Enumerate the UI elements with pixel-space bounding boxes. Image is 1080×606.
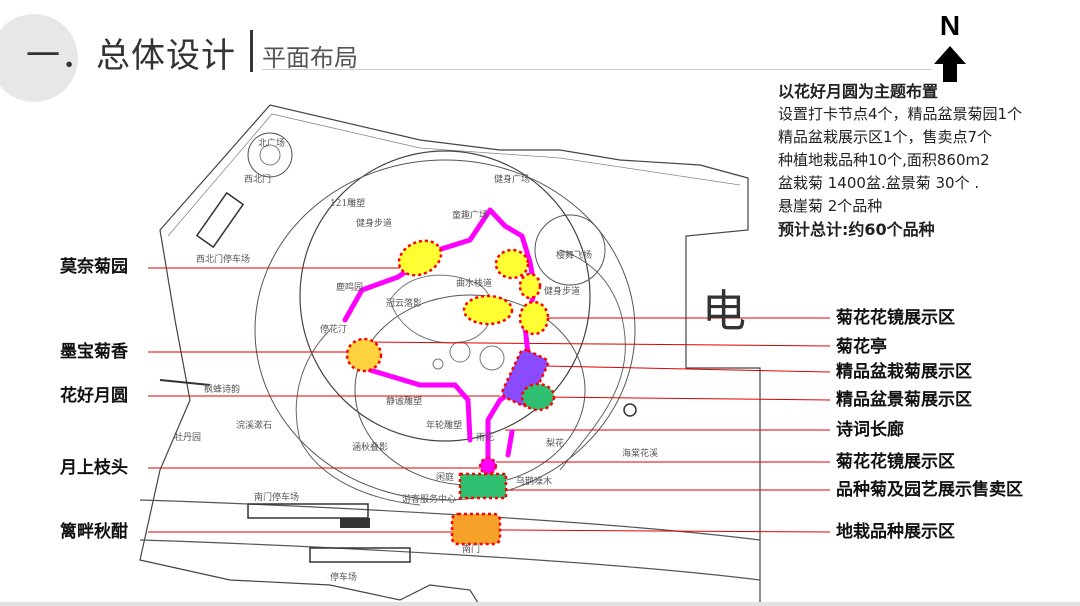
map-label: 闲庭 (436, 471, 454, 483)
parking-south-2 (309, 547, 411, 563)
label-mobao: 墨宝菊香 (60, 342, 128, 362)
parking-west (195, 191, 245, 249)
title-separator (250, 30, 253, 72)
north-plaza (247, 132, 293, 178)
summary-line: 种植地栽品种10个,面积860m2 (778, 151, 990, 169)
zone-bonsai (520, 382, 556, 412)
zone-moon-branch (479, 457, 497, 475)
label-flower-border: 菊花花镜展示区 (836, 308, 955, 328)
south-road (139, 499, 761, 541)
label-bonsai-display: 精品盆景菊展示区 (836, 390, 972, 410)
map-label: 雨花 (476, 431, 494, 443)
south-road-edge (139, 539, 761, 581)
leader-lines-right (371, 317, 831, 533)
map-label: 停花汀 (320, 323, 347, 335)
map-label: 健身广场 (494, 173, 530, 185)
west-gate-line (159, 379, 211, 386)
map-label: 冠云落影 (386, 297, 422, 309)
label-chrysanthemum-pavilion: 菊花亭 (836, 337, 887, 357)
label-potted-display: 精品盆栽菊展示区 (836, 362, 972, 382)
parking-south-3 (340, 518, 370, 528)
label-flower-border-2: 菊花花镜展示区 (836, 452, 955, 472)
zone-mobao (345, 337, 383, 373)
label-ground-varieties: 地栽品种展示区 (836, 522, 955, 542)
map-label: 健身步道 (356, 217, 392, 229)
map-label: 枫蜂诗韵 (204, 383, 240, 395)
leader-line (371, 341, 831, 347)
pond-1 (449, 341, 471, 363)
map-label: 海棠花溪 (622, 447, 658, 459)
map-label: 童趣广场 (452, 209, 488, 221)
label-full-moon: 花好月圆 (60, 386, 128, 406)
label-moon-branch: 月上枝头 (60, 458, 128, 478)
map-label: 121雕塑 (330, 197, 365, 209)
label-poetry-corridor: 诗词长廊 (836, 420, 904, 440)
zone-potted (501, 348, 549, 408)
map-label: 梨花 (546, 437, 564, 449)
outer-ring (254, 159, 636, 501)
title-rule (262, 69, 932, 70)
east-circle (534, 214, 606, 286)
summary-heading: 以花好月圆为主题布置 (778, 82, 939, 101)
section-badge (0, 14, 78, 102)
summary-line: 精品盆栽展示区1个，售卖点7个 (778, 128, 993, 146)
summary-line: 设置打卡节点4个，精品盆景菊园1个 (778, 105, 1023, 123)
map-label: 北广场 (258, 137, 285, 149)
park-boundary (139, 104, 761, 606)
pond-2 (479, 345, 505, 371)
leader-lines-left (148, 267, 500, 533)
parking-south (247, 503, 369, 519)
map-label: 浣溪漱石 (236, 419, 272, 431)
north-plaza-inner (259, 144, 281, 166)
summary-total: 预计总计:约60个品种 (778, 220, 935, 239)
north-arrow-icon (934, 46, 966, 82)
building-char: 电 (702, 286, 746, 337)
map-label: 年轮雕塑 (426, 419, 462, 431)
park-inner-boundary (167, 113, 741, 237)
zone-center (462, 294, 514, 326)
summary-line: 悬崖菊 2个品种 (778, 197, 883, 215)
map-label: 游客服务中心 (402, 493, 456, 505)
map-label: 鹿鸣园 (336, 281, 363, 293)
section-title: 一．总体设计 (26, 36, 236, 76)
label-monet-garden: 莫奈菊园 (60, 257, 128, 277)
zone-sales (458, 472, 508, 500)
map-label: 停车场 (330, 571, 357, 583)
map-label: 涵秋叠影 (352, 441, 388, 453)
section-subtitle: 平面布局 (262, 44, 358, 72)
theme-route-south (367, 367, 473, 443)
north-label: N (939, 10, 961, 41)
north-compass: N (926, 10, 974, 82)
map-label: 西北门 (244, 173, 271, 185)
map-label: 樱舞飞扬 (556, 249, 592, 261)
leader-line (499, 529, 831, 533)
zone-east-1 (494, 248, 530, 280)
west-path (295, 329, 421, 506)
zone-ground (450, 512, 502, 546)
summary-line: 盆栽菊 1400盆.盆景菊 30个 . (778, 174, 980, 192)
map-label: 静谧雕塑 (386, 395, 422, 407)
map-label: 南门 (462, 543, 480, 555)
map-label: 西北门停车场 (196, 253, 250, 265)
zone-flower-border (518, 300, 550, 336)
pond-3 (432, 358, 444, 370)
leader-line (544, 396, 831, 401)
map-label: 乌鹊噪木 (516, 475, 552, 487)
zone-east-2 (518, 272, 542, 300)
map-label: 牡丹园 (174, 431, 201, 443)
label-fence-autumn: 篱畔秋酣 (60, 522, 128, 542)
bottom-bar (0, 602, 1080, 606)
leader-line (544, 365, 831, 373)
main-circle (299, 150, 591, 442)
zone-monet (397, 239, 443, 277)
east-marker (623, 403, 637, 417)
label-variety-sales: 品种菊及园艺展示售卖区 (836, 480, 1023, 500)
map-label: 南门停车场 (254, 491, 299, 503)
map-label: 健身步道 (544, 285, 580, 297)
east-path (559, 249, 626, 471)
design-summary: 以花好月圆为主题布置 设置打卡节点4个，精品盆景菊园1个 精品盆栽展示区1个，售… (778, 80, 1078, 241)
map-label: 曲水栈道 (456, 277, 492, 289)
theme-route-east (505, 429, 515, 458)
